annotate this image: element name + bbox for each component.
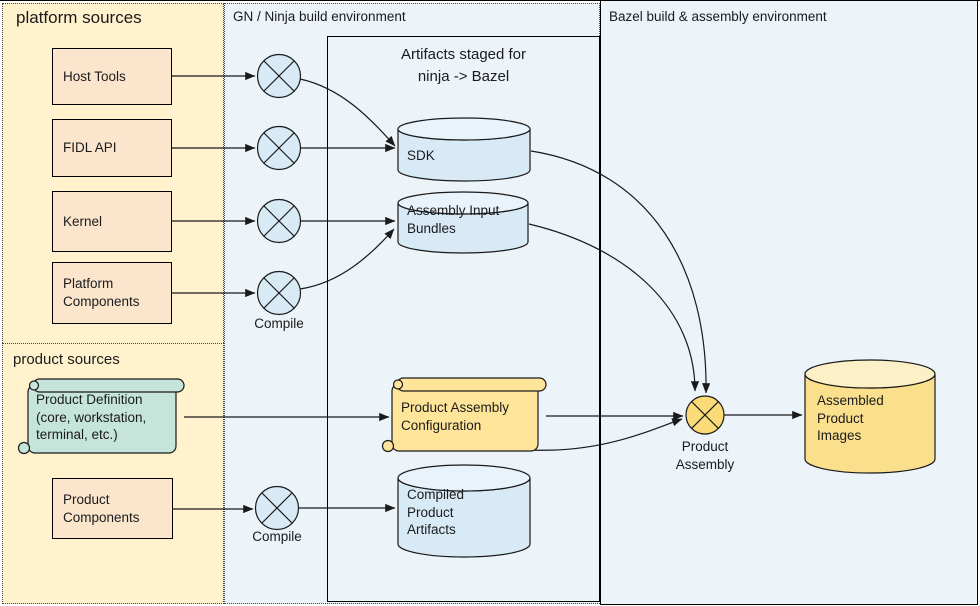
product-assembly-configuration-scroll <box>381 377 547 453</box>
compiled-product-artifacts-label: Compiled Product Artifacts <box>407 487 465 538</box>
product-assembly-label: Product Assembly <box>675 439 735 472</box>
compile-node-kernel <box>256 198 302 244</box>
product-definition-scroll <box>17 378 185 455</box>
bazel-environment-panel <box>600 0 978 605</box>
sdk-label: SDK <box>407 148 435 163</box>
arrow-sdk-to-product-assembly <box>530 150 711 394</box>
top-frame-line <box>0 0 980 1</box>
assembly-input-bundles-cylinder <box>397 191 529 254</box>
kernel-box: Kernel <box>52 191 172 252</box>
compile-label-platform: Compile <box>254 316 304 331</box>
compiled-product-artifacts-cylinder <box>397 464 531 558</box>
arrow-compile-to-sdk-curve <box>299 78 396 147</box>
product-assembly-node <box>685 395 725 435</box>
product-definition-label: Product Definition (core, workstation, t… <box>36 392 147 443</box>
product-sources-title: product sources <box>13 351 120 368</box>
compile-node-product-components <box>254 485 300 531</box>
host-tools-box: Host Tools <box>52 48 172 105</box>
bazel-environment-title: Bazel build & assembly environment <box>609 9 827 24</box>
sdk-cylinder <box>397 117 531 182</box>
platform-sources-title: platform sources <box>16 8 142 27</box>
compile-label-product: Compile <box>252 529 302 544</box>
compile-node-fidl-api <box>256 125 302 171</box>
compile-node-host-tools <box>256 53 302 99</box>
arrow-cpa-to-product-assembly <box>530 418 683 451</box>
product-components-box: Product Components <box>52 478 173 539</box>
artifacts-staging-box <box>327 36 600 602</box>
arrow-compile-to-aib-curve <box>299 228 395 290</box>
fidl-api-box: FIDL API <box>52 119 172 177</box>
arrow-aib-to-product-assembly <box>528 223 700 392</box>
platform-components-box: Platform Components <box>52 262 172 324</box>
assembly-input-bundles-label: Assembly Input Bundles <box>407 203 500 236</box>
assembled-product-images-label: Assembled Product Images <box>817 393 884 444</box>
staging-box-title: Artifacts staged for ninja -> Bazel <box>400 46 527 85</box>
gn-environment-title: GN / Ninja build environment <box>233 9 406 24</box>
compile-node-platform-components <box>256 270 302 316</box>
assembled-product-images-cylinder <box>804 359 936 474</box>
product-assembly-configuration-label: Product Assembly Configuration <box>401 400 510 433</box>
